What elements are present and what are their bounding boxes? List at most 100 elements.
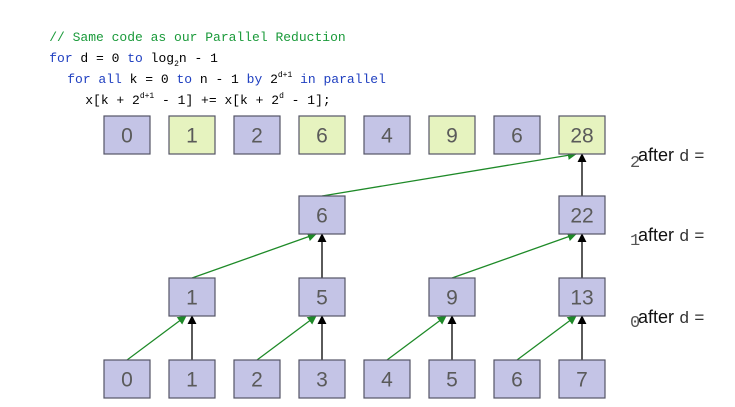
cell-box [103,359,151,399]
array-cell-input: 4 [363,359,411,399]
label-variable: d [679,148,690,167]
code-line-comment: // Same code as our Parallel Reduction [18,6,346,69]
cell-box [493,359,541,399]
cell-value: 3 [316,369,328,392]
cell-box [493,115,541,155]
code-subscript: 2 [174,60,179,69]
array-cell-input: 6 [493,359,541,399]
array-cell-after-d0: 9 [428,277,476,317]
cell-value: 2 [251,369,263,392]
code-comment: // Same code as our Parallel Reduction [49,30,346,45]
code-text: n - 1 [192,72,247,87]
cell-value: 0 [121,369,133,392]
array-cell-after-d2: 0 [103,115,151,155]
code-text: x[k + 2 [85,93,140,108]
code-line-inner-loop: for all k = 0 to n - 1 by 2d+1 in parall… [36,48,386,113]
label-after-d0-value: 0 [630,314,641,333]
cell-value: 28 [570,125,593,148]
array-cell-after-d0: 5 [298,277,346,317]
cell-box [558,195,606,235]
cell-box [363,359,411,399]
label-equals: = [694,148,705,167]
array-cell-after-d1: 22 [558,195,606,235]
array-cell-input: 7 [558,359,606,399]
cell-value: 7 [576,369,588,392]
label-equals: = [694,310,705,329]
label-variable: d [679,310,690,329]
code-line-outer-loop: for d = 0 to log2n - 1 [18,27,218,92]
code-keyword: to [127,51,143,66]
array-cell-after-d0: 13 [558,277,606,317]
label-after-d2-value: 2 [630,154,641,173]
cell-value: 5 [316,287,328,310]
add-arrow [126,315,187,361]
cell-box [363,115,411,155]
label-after-d1-value: 1 [630,232,641,251]
cell-value: 6 [316,205,328,228]
cell-box [168,115,216,155]
cell-box [558,115,606,155]
label-word: after [638,307,675,327]
array-cell-input: 1 [168,359,216,399]
code-text: - 1]; [283,93,331,108]
cell-box [558,277,606,317]
cell-value: 2 [251,125,263,148]
code-text: 2 [262,72,278,87]
cell-value: 9 [446,287,458,310]
array-cell-input: 0 [103,359,151,399]
cell-box [298,277,346,317]
add-arrow [516,315,577,361]
code-keyword: for [49,51,73,66]
cell-value: 6 [511,125,523,148]
cell-box [298,195,346,235]
array-cell-after-d2: 9 [428,115,476,155]
code-text: d = 0 [72,51,128,66]
array-cell-input: 5 [428,359,476,399]
array-cell-after-d2: 6 [493,115,541,155]
array-cell-after-d2: 1 [168,115,216,155]
cell-value: 5 [446,369,458,392]
cell-value: 1 [186,125,198,148]
array-cell-input: 3 [298,359,346,399]
label-after-d2: after d = [628,124,704,167]
code-text: - 1] += x[k + 2 [154,93,280,108]
code-keyword: for all [67,72,122,87]
cell-box [428,115,476,155]
add-arrow [451,232,577,279]
add-arrow [191,232,317,279]
cell-value: 22 [570,205,593,228]
label-variable: d [679,228,690,247]
add-arrow [386,315,447,361]
array-cell-after-d1: 6 [298,195,346,235]
add-arrow [321,150,577,197]
cell-value: 13 [570,287,593,310]
cell-box [428,277,476,317]
label-word: after [638,225,675,245]
array-cell-after-d2: 4 [363,115,411,155]
code-keyword: to [176,72,193,87]
cell-box [168,359,216,399]
add-arrow [256,315,317,361]
code-keyword: by [246,72,263,87]
cell-box [298,115,346,155]
array-cell-after-d2: 6 [298,115,346,155]
code-text: log [142,51,175,66]
code-superscript: d+1 [139,92,155,101]
cell-box [298,359,346,399]
cell-value: 0 [121,125,133,148]
cell-value: 4 [381,369,393,392]
cell-box [233,115,281,155]
cell-value: 4 [381,125,393,148]
code-text: n - 1 [178,51,218,66]
cell-value: 6 [316,125,328,148]
array-cell-after-d2: 2 [233,115,281,155]
code-line-update: x[k + 2d+1 - 1] += x[k + 2d - 1]; [54,69,331,134]
cell-box [103,115,151,155]
code-superscript: d [279,92,284,101]
cell-value: 6 [511,369,523,392]
cell-value: 9 [446,125,458,148]
code-keyword: in parallel [292,72,386,87]
array-cell-input: 2 [233,359,281,399]
